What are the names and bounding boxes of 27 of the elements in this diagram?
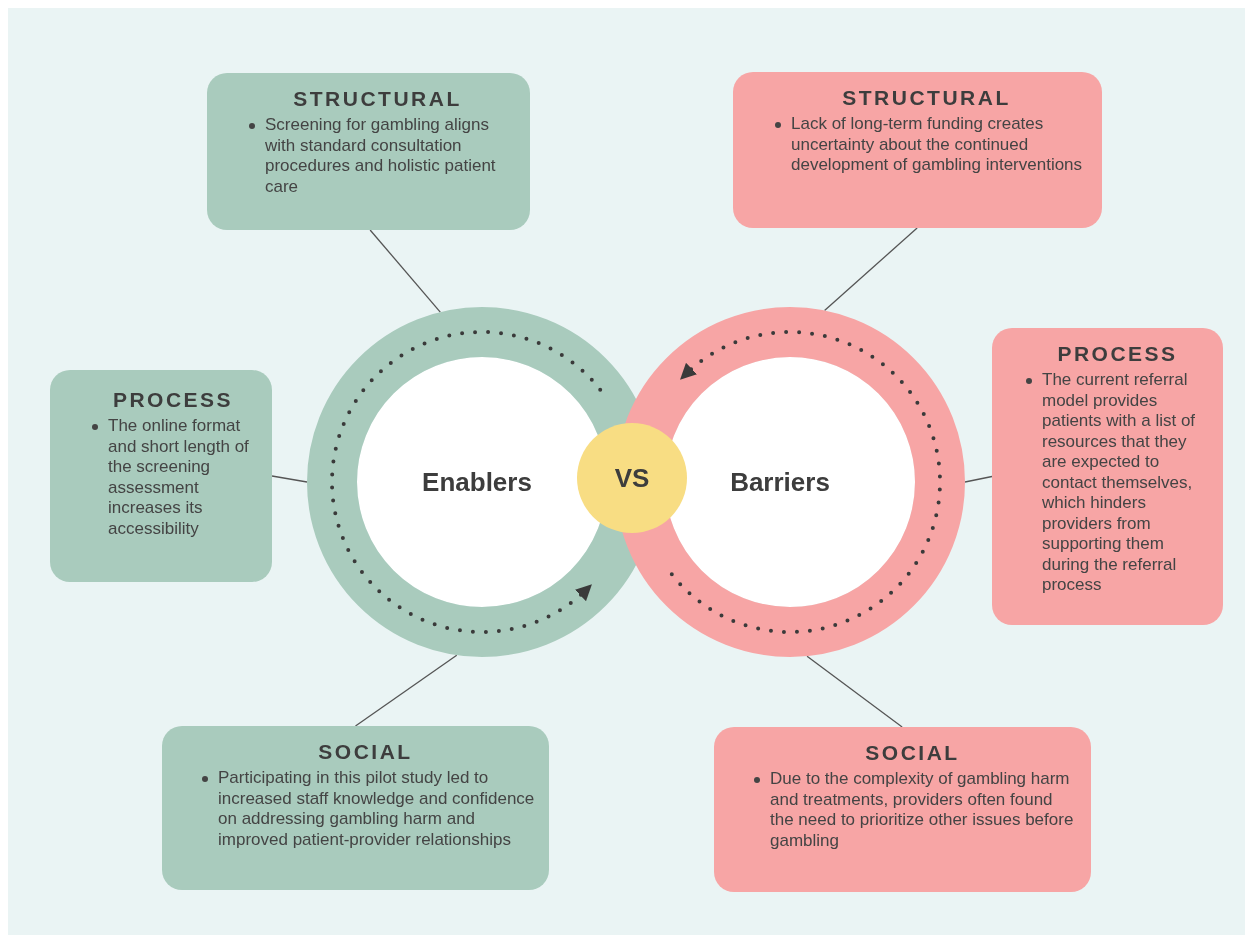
card-heading: PROCESS — [111, 388, 235, 412]
vs-label: VS — [614, 462, 650, 494]
text-card — [992, 328, 1223, 625]
ring-label: Barriers — [730, 466, 830, 498]
leader-line — [823, 227, 918, 312]
bullet-text: The current referral model provides patients with a list of resources that they are expected to contact themselves, which hinders providers from supporting them during the referral process — [1042, 370, 1197, 596]
bullet-text: Due to the complexity of gambling harm and treatments, providers often found the need to prioritize other issues before gambling — [770, 769, 1075, 851]
bullet-text: Screening for gambling aligns with standard consultation procedures and holistic patient care — [265, 115, 497, 197]
leader-line — [964, 475, 993, 483]
bullet-text: The online format and short length of the screening assessment increases its accessibility — [108, 416, 250, 539]
bullet-text: Lack of long-term funding creates uncertainty about the continued development of gambling interventions — [791, 114, 1084, 176]
card-heading: SOCIAL — [317, 740, 414, 764]
leader-line — [354, 654, 458, 727]
text-card — [162, 726, 549, 890]
card-heading: SOCIAL — [864, 741, 961, 765]
ring-label: Enablers — [422, 466, 532, 498]
text-card — [50, 370, 272, 582]
bullet-text: Participating in this pilot study led to increased staff knowledge and confidence on addressing gambling harm and improved patient-provider relationships — [218, 768, 535, 850]
leader-line — [271, 475, 308, 483]
text-card — [714, 727, 1091, 892]
card-heading: PROCESS — [1056, 342, 1179, 366]
card-heading: STRUCTURAL — [841, 86, 1012, 110]
card-heading: STRUCTURAL — [292, 87, 463, 111]
leader-line — [369, 229, 441, 313]
text-card — [733, 72, 1102, 228]
text-card — [207, 73, 530, 230]
leader-line — [806, 655, 903, 728]
